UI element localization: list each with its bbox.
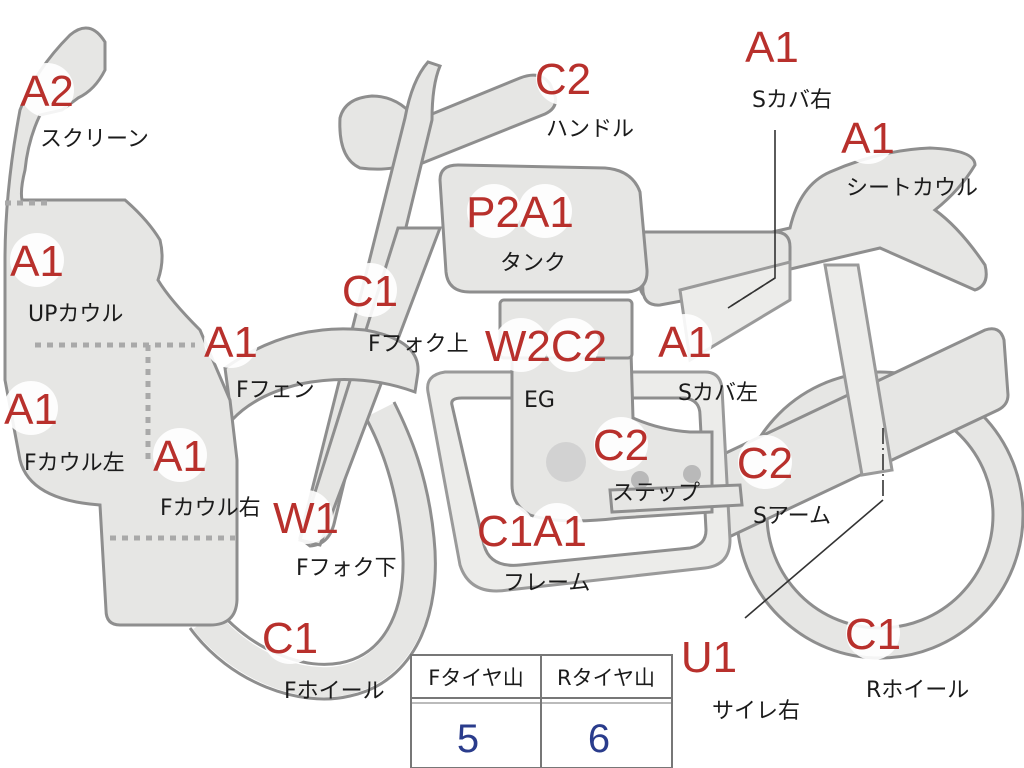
code-fwheel: C1 [262, 614, 318, 663]
label-scover-left: Sカバ左 [678, 381, 758, 406]
callout-fcowl-left: A1 Fカウル左 [4, 381, 125, 476]
label-fwheel: Fホイール [284, 679, 385, 704]
callout-silencer-right: U1 サイレ右 [681, 629, 800, 724]
label-silencer-right: サイレ右 [712, 699, 800, 724]
code-tank: P2A1 [466, 188, 574, 237]
code-fcowl-left: A1 [4, 385, 58, 434]
callout-tank: P2A1 タンク [466, 184, 574, 276]
label-rwheel: Rホイール [866, 678, 969, 703]
code-scover-left: A1 [658, 318, 712, 367]
label-scover-right: Sカバ右 [752, 88, 832, 113]
code-ffender: A1 [204, 318, 258, 367]
code-silencer-right: U1 [681, 633, 737, 682]
code-screen: A2 [20, 67, 74, 116]
callout-screen: A2 スクリーン [20, 63, 149, 152]
label-fcowl-left: Fカウル左 [24, 451, 125, 476]
code-seatcowl: A1 [841, 114, 895, 163]
front-tire-value: 5 [457, 717, 479, 761]
callout-frame: C1A1 フレーム [477, 503, 590, 596]
code-sarm: C2 [737, 439, 793, 488]
tire-tread-table: Fタイヤ山 Rタイヤ山 5 6 [410, 654, 673, 768]
code-ffork-lower: W1 [273, 494, 339, 543]
front-wheel-shape [193, 403, 435, 698]
rear-tire-value: 6 [588, 717, 610, 761]
label-handle: ハンドル [546, 117, 634, 142]
code-frame: C1A1 [477, 507, 587, 556]
label-seatcowl: シートカウル [846, 176, 978, 201]
code-ffork-upper: C1 [342, 267, 398, 316]
label-ffender: Fフェン [236, 378, 315, 403]
callout-rwheel: C1 Rホイール [845, 606, 969, 703]
leader-lines [727, 130, 884, 619]
code-eg: W2C2 [485, 322, 607, 371]
label-sarm: Sアーム [753, 504, 831, 529]
code-rwheel: C1 [845, 610, 901, 659]
code-fcowl-right: A1 [153, 432, 207, 481]
callout-step: C2 ステップ [593, 417, 700, 506]
callout-scover-left: A1 Sカバ左 [658, 314, 758, 406]
callout-up-cowl: A1 UPカウル [10, 233, 123, 327]
label-fcowl-right: Fカウル右 [160, 496, 261, 521]
code-up-cowl: A1 [10, 237, 64, 286]
callout-ffender: A1 Fフェン [204, 314, 315, 403]
front-fender-shape [223, 327, 420, 424]
rear-tire-header: Rタイヤ山 [557, 666, 655, 690]
label-eg: EG [524, 388, 555, 413]
front-tire-header: Fタイヤ山 [428, 666, 523, 690]
callout-scover-right: A1 Sカバ右 [745, 19, 832, 113]
callout-seatcowl: A1 シートカウル [841, 110, 978, 201]
code-handle: C2 [535, 55, 591, 104]
callout-fcowl-right: A1 Fカウル右 [153, 428, 261, 521]
code-step: C2 [593, 421, 649, 470]
callout-fwheel: C1 Fホイール [262, 610, 385, 704]
callout-sarm: C2 Sアーム [737, 435, 831, 529]
code-scover-right: A1 [745, 23, 799, 72]
label-up-cowl: UPカウル [28, 302, 123, 327]
callout-ffork-upper: C1 Fフォク上 [342, 263, 469, 357]
callout-ffork-lower: W1 Fフォク下 [273, 490, 397, 581]
callout-eg: W2C2 EG [485, 318, 607, 413]
label-ffork-upper: Fフォク上 [368, 332, 469, 357]
callout-handle: C2 ハンドル [535, 51, 634, 142]
label-screen: スクリーン [40, 127, 149, 152]
label-frame: フレーム [503, 571, 590, 596]
label-tank: タンク [500, 251, 566, 276]
label-step: ステップ [612, 481, 700, 506]
label-ffork-lower: Fフォク下 [296, 556, 397, 581]
